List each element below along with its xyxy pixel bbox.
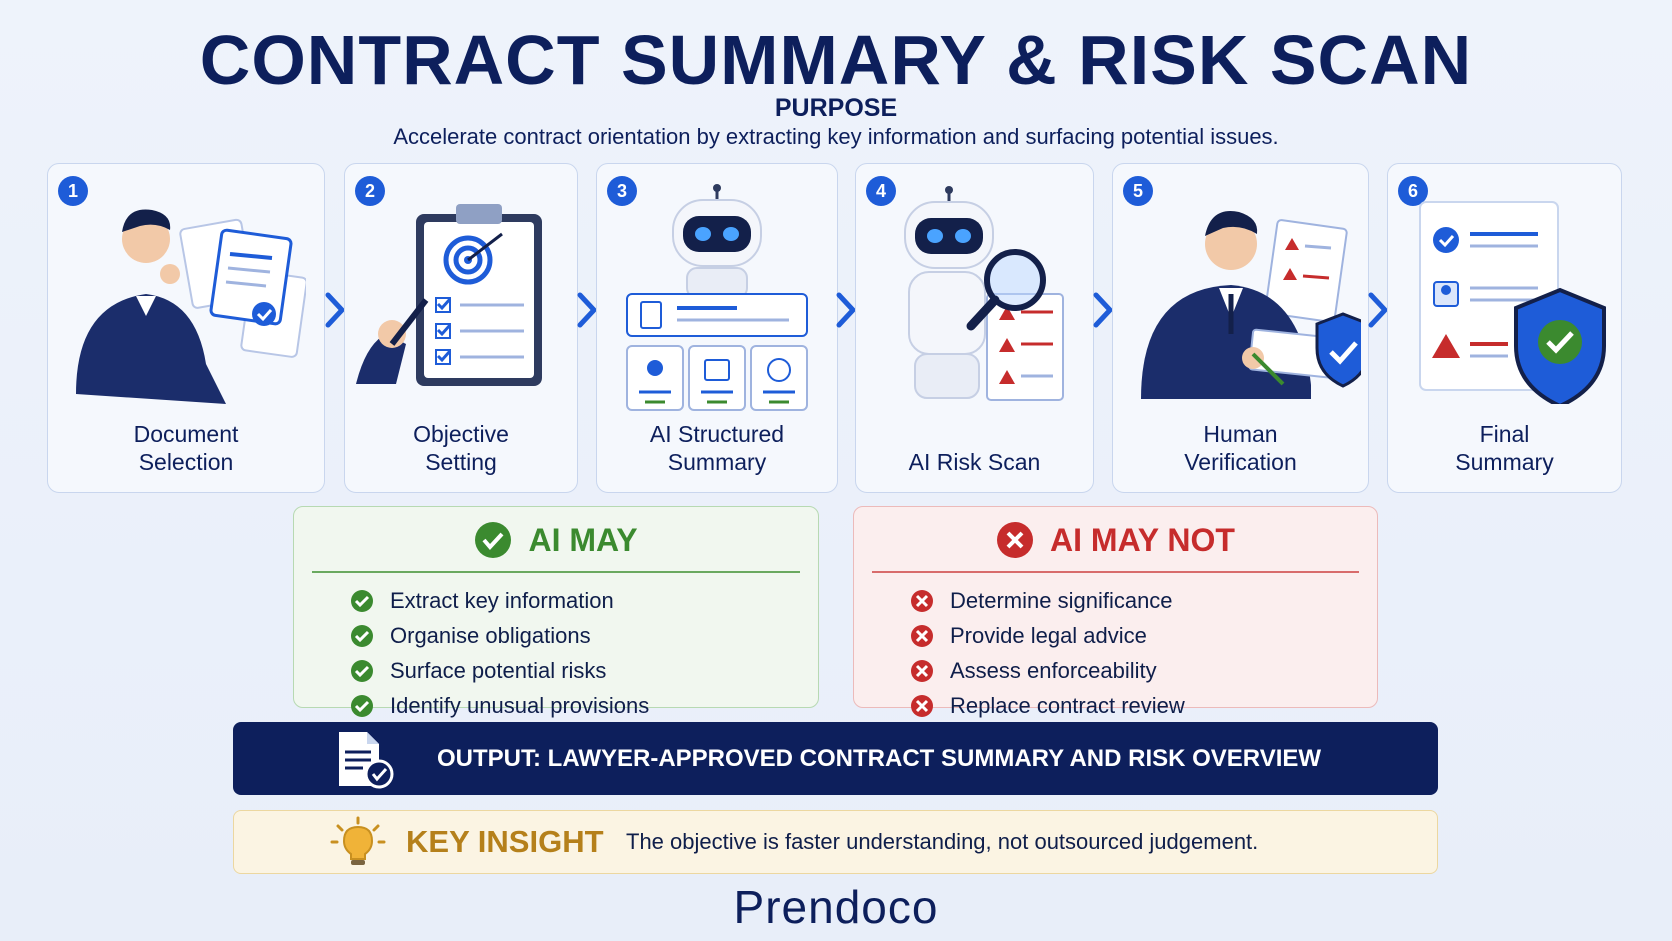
step-label: Final Summary: [1455, 421, 1554, 475]
purpose-label: PURPOSE: [774, 94, 898, 122]
check-circle-icon: [475, 522, 512, 558]
step-document-selection: 1 Document Selection: [47, 163, 325, 493]
check-circle-icon: [351, 659, 373, 682]
list-item: Provide legal advice: [910, 618, 1185, 653]
check-circle-icon: [351, 589, 373, 612]
step-label: Human Verification: [1184, 421, 1297, 475]
x-circle-icon: [911, 589, 933, 612]
page-title: CONTRACT SUMMARY & RISK SCAN: [199, 21, 1473, 99]
step-final-summary: 6 Final Summary: [1387, 163, 1622, 493]
step-number-badge: 1: [58, 176, 88, 206]
purpose-text: Accelerate contract orientation by extra…: [393, 124, 1279, 149]
chevron-right-icon: [325, 292, 346, 328]
chevron-right-icon: [836, 292, 857, 328]
chevron-right-icon: [577, 292, 598, 328]
chevron-right-icon: [1093, 292, 1114, 328]
step-number-badge: 6: [1398, 176, 1428, 206]
list-item-text: Replace contract review: [950, 692, 1185, 718]
divider: [312, 571, 800, 573]
x-circle-icon: [911, 694, 933, 717]
list-item-text: Identify unusual provisions: [390, 692, 650, 718]
chevron-right-icon: [1368, 292, 1389, 328]
list-item: Surface potential risks: [350, 653, 649, 688]
step-number-badge: 4: [866, 176, 896, 206]
list-item: Organise obligations: [350, 618, 649, 653]
robot-summary-icon: [626, 184, 808, 411]
ai-may-heading: AI MAY: [294, 517, 818, 563]
ai-may-not-heading: AI MAY NOT: [854, 517, 1377, 563]
list-item: Extract key information: [350, 583, 649, 618]
list-item: Identify unusual provisions: [350, 688, 649, 723]
x-circle-icon: [911, 659, 933, 682]
list-item-text: Assess enforceability: [950, 657, 1157, 683]
ai-may-list: Extract key information Organise obligat…: [350, 583, 649, 723]
person-verifying-icon: [1140, 211, 1361, 399]
step-label: AI Risk Scan: [908, 449, 1041, 475]
step-objective-setting: 2 Objective Setting: [344, 163, 578, 493]
x-circle-icon: [997, 522, 1034, 558]
list-item-text: Surface potential risks: [390, 657, 607, 683]
list-item-text: Determine significance: [950, 587, 1173, 613]
key-insight-label: KEY INSIGHT: [406, 824, 604, 859]
lightbulb-icon: [330, 816, 386, 865]
step-number-badge: 5: [1123, 176, 1153, 206]
step-label: Objective Setting: [413, 421, 509, 475]
brand-logo: Prendoco: [733, 881, 939, 933]
robot-magnifier-icon: [903, 186, 1064, 401]
x-circle-icon: [911, 624, 933, 647]
document-check-icon: [339, 732, 394, 789]
clipboard-target-icon: [356, 204, 542, 386]
step-human-verification: 5 Human Verification: [1112, 163, 1369, 493]
person-reviewing-documents-icon: [76, 209, 306, 404]
shield-check-document-icon: [1418, 201, 1606, 404]
list-item: Determine significance: [910, 583, 1185, 618]
step-number-badge: 3: [607, 176, 637, 206]
check-circle-icon: [351, 624, 373, 647]
list-item-text: Provide legal advice: [950, 622, 1147, 648]
key-insight-text: The objective is faster understanding, n…: [626, 829, 1259, 854]
step-label: AI Structured Summary: [649, 421, 785, 475]
ai-may-heading-text: AI MAY: [528, 521, 638, 558]
ai-may-not-panel: AI MAY NOT Determine significance Provid…: [853, 506, 1378, 718]
ai-may-panel: AI MAY Extract key information Organise …: [293, 506, 819, 718]
step-label: Document Selection: [133, 421, 239, 475]
list-item-text: Extract key information: [390, 587, 614, 613]
step-ai-structured-summary: 3 AI Structured Summary: [596, 163, 838, 493]
list-item: Replace contract review: [910, 688, 1185, 723]
step-number-badge: 2: [355, 176, 385, 206]
ai-may-not-list: Determine significance Provide legal adv…: [910, 583, 1185, 723]
ai-may-not-heading-text: AI MAY NOT: [1050, 521, 1235, 558]
output-text: OUTPUT: LAWYER-APPROVED CONTRACT SUMMARY…: [437, 745, 1322, 772]
divider: [872, 571, 1359, 573]
list-item: Assess enforceability: [910, 653, 1185, 688]
key-insight-banner: KEY INSIGHT The objective is faster unde…: [233, 810, 1438, 874]
check-circle-icon: [351, 694, 373, 717]
step-ai-risk-scan: 4 AI Risk Scan: [855, 163, 1094, 493]
list-item-text: Organise obligations: [390, 622, 591, 648]
output-banner: OUTPUT: LAWYER-APPROVED CONTRACT SUMMARY…: [233, 722, 1438, 795]
